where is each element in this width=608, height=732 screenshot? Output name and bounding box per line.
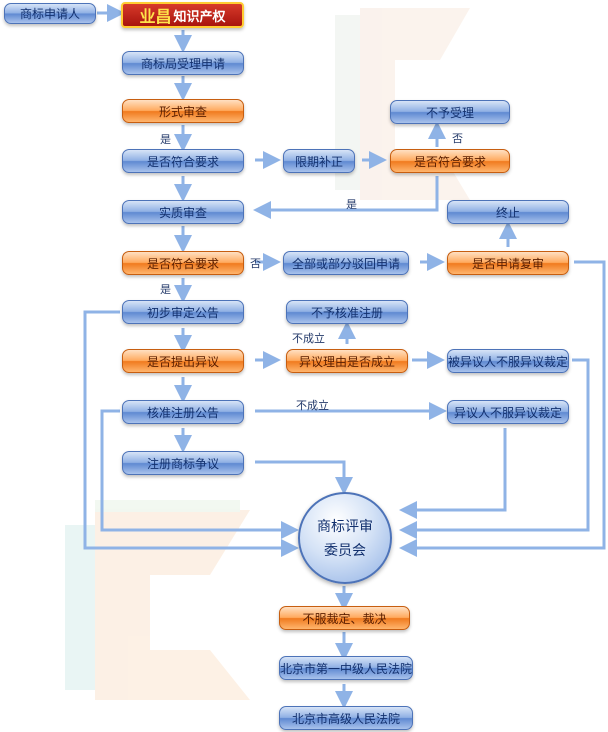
node-applicant: 商标申请人 xyxy=(4,3,96,24)
arrow-notice-loop-to-tribunal xyxy=(100,409,299,539)
arrow-prelim-loop-to-tribunal xyxy=(83,310,299,557)
brand-highlight: 业昌 xyxy=(139,7,172,26)
brand-logo-box: 业昌 知识产权 xyxy=(121,2,244,28)
node-correction: 限期补正 xyxy=(283,149,355,173)
label-yes-1: 是 xyxy=(160,133,171,146)
watermark-logo-top xyxy=(335,8,470,200)
watermark-logo-bottom xyxy=(65,500,250,700)
node-meets-req-3: 是否符合要求 xyxy=(122,251,244,275)
node-no-registration: 不予核准注册 xyxy=(286,300,408,324)
node-court-2: 北京市高级人民法院 xyxy=(279,706,413,730)
node-apply-reexam: 是否申请复审 xyxy=(447,251,569,275)
arrow-reexam-to-tribunal xyxy=(399,260,606,557)
label-yes-3: 是 xyxy=(160,283,171,296)
node-registration-notice: 核准注册公告 xyxy=(122,400,244,424)
arrow-opposed-to-tribunal xyxy=(399,358,590,539)
node-formal-review: 形式审查 xyxy=(122,99,244,123)
node-tribunal: 商标评审 委员会 xyxy=(298,492,392,584)
tribunal-line-2: 委员会 xyxy=(324,543,366,559)
tribunal-line-1: 商标评审 xyxy=(317,519,373,535)
node-terminate: 终止 xyxy=(447,200,569,224)
label-no-1: 否 xyxy=(452,132,463,145)
node-disagree-ruling: 不服裁定、裁决 xyxy=(279,606,410,630)
node-prelim-approval: 初步审定公告 xyxy=(122,300,244,324)
brand-text: 知识产权 xyxy=(173,9,226,25)
node-dispute: 注册商标争议 xyxy=(122,451,244,475)
label-not-established-2: 不成立 xyxy=(296,399,329,412)
label-not-established-1: 不成立 xyxy=(292,332,325,345)
label-yes-2: 是 xyxy=(346,198,357,211)
node-meets-req-1: 是否符合要求 xyxy=(122,149,244,173)
node-full-partial-reject: 全部或部分驳回申请 xyxy=(283,251,409,275)
node-opponent-disagree: 异议人不服异议裁定 xyxy=(447,400,569,424)
connectors xyxy=(83,4,606,709)
arrow-dispute-to-tribunal xyxy=(255,460,353,495)
label-no-2: 否 xyxy=(250,257,261,270)
arrow-meets2-to-substantive xyxy=(253,176,439,219)
node-opposed-disagree: 被异议人不服异议裁定 xyxy=(447,349,569,373)
node-court-1: 北京市第一中级人民法院 xyxy=(279,656,413,680)
node-meets-req-2: 是否符合要求 xyxy=(390,149,510,173)
node-opposition-valid: 异议理由是否成立 xyxy=(286,349,408,373)
node-opposition-filed: 是否提出异议 xyxy=(122,349,244,373)
node-substantive-review: 实质审查 xyxy=(122,200,244,224)
node-office-accept: 商标局受理申请 xyxy=(122,51,244,75)
node-not-accepted: 不予受理 xyxy=(390,100,510,124)
arrow-opponent-to-tribunal xyxy=(399,428,507,519)
